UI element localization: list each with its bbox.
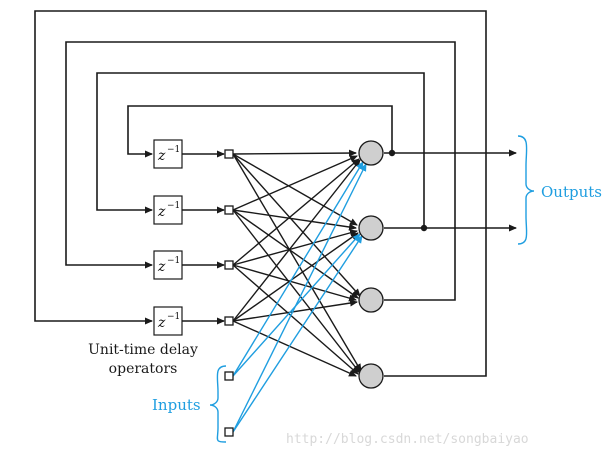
neuron (358, 215, 384, 241)
neurons (358, 140, 384, 389)
svg-text:z: z (157, 259, 166, 275)
delay-operators: z −1 z −1 z −1 z −1 (153, 139, 183, 336)
watermark: http://blog.csdn.net/songbaiyao (286, 432, 529, 447)
outputs-brace (517, 135, 535, 245)
inputs-label: Inputs (152, 396, 201, 414)
delay-label-line2: operators (109, 361, 178, 377)
neuron (358, 287, 384, 313)
neuron (358, 363, 384, 389)
feedback-loop-4 (34, 10, 487, 377)
delay-to-node-arrows (182, 150, 225, 325)
inputs-brace (209, 365, 227, 443)
source-nodes (224, 149, 234, 437)
svg-text:z: z (157, 148, 166, 164)
feedback-loops (34, 10, 487, 377)
feedback-connections (232, 149, 362, 377)
source-node (224, 205, 234, 215)
outputs-label: Outputs (541, 183, 602, 201)
svg-text:z: z (157, 204, 166, 220)
delay-label-line1: Unit-time delay (88, 342, 198, 358)
feedback-loop-3 (65, 41, 456, 301)
feedback-loop-1 (127, 105, 393, 158)
svg-text:−1: −1 (167, 312, 180, 322)
source-node (224, 260, 234, 270)
svg-text:−1: −1 (167, 145, 180, 155)
source-node (224, 316, 234, 326)
delay-box: z −1 (153, 306, 183, 336)
svg-text:−1: −1 (167, 256, 180, 266)
svg-text:−1: −1 (167, 201, 180, 211)
delay-box: z −1 (153, 139, 183, 169)
junction-dot (420, 224, 428, 232)
source-node (224, 149, 234, 159)
input-node (224, 371, 234, 381)
svg-text:z: z (157, 315, 166, 331)
delay-box: z −1 (153, 195, 183, 225)
input-connections (232, 161, 367, 433)
neuron (358, 140, 384, 166)
junction-dot (388, 149, 396, 157)
feedback-loop-2 (96, 72, 425, 228)
output-arrows (384, 149, 517, 232)
delay-box: z −1 (153, 250, 183, 280)
input-node (224, 427, 234, 437)
